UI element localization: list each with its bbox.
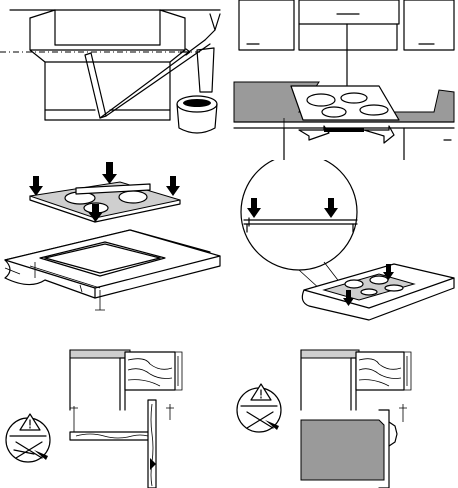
- panel-hob-ventilation: [229, 0, 458, 160]
- panel-oven-warning: [0, 330, 229, 488]
- panel-drawer-warning: [229, 330, 458, 488]
- hob-above-worktop-ventilation-icon: [229, 0, 458, 160]
- hob-placement-into-cutout-icon: [0, 160, 229, 330]
- panel-hob-placement: [0, 160, 229, 330]
- panel-cabinet-cutout: [0, 0, 229, 160]
- drawer-below-hob-warning-icon: [229, 330, 458, 488]
- panel-hob-clamping: [229, 160, 458, 330]
- hob-clamping-detail-icon: [229, 160, 458, 330]
- oven-below-hob-warning-icon: [0, 330, 229, 488]
- cabinet-cutout-sealant-icon: [0, 0, 229, 160]
